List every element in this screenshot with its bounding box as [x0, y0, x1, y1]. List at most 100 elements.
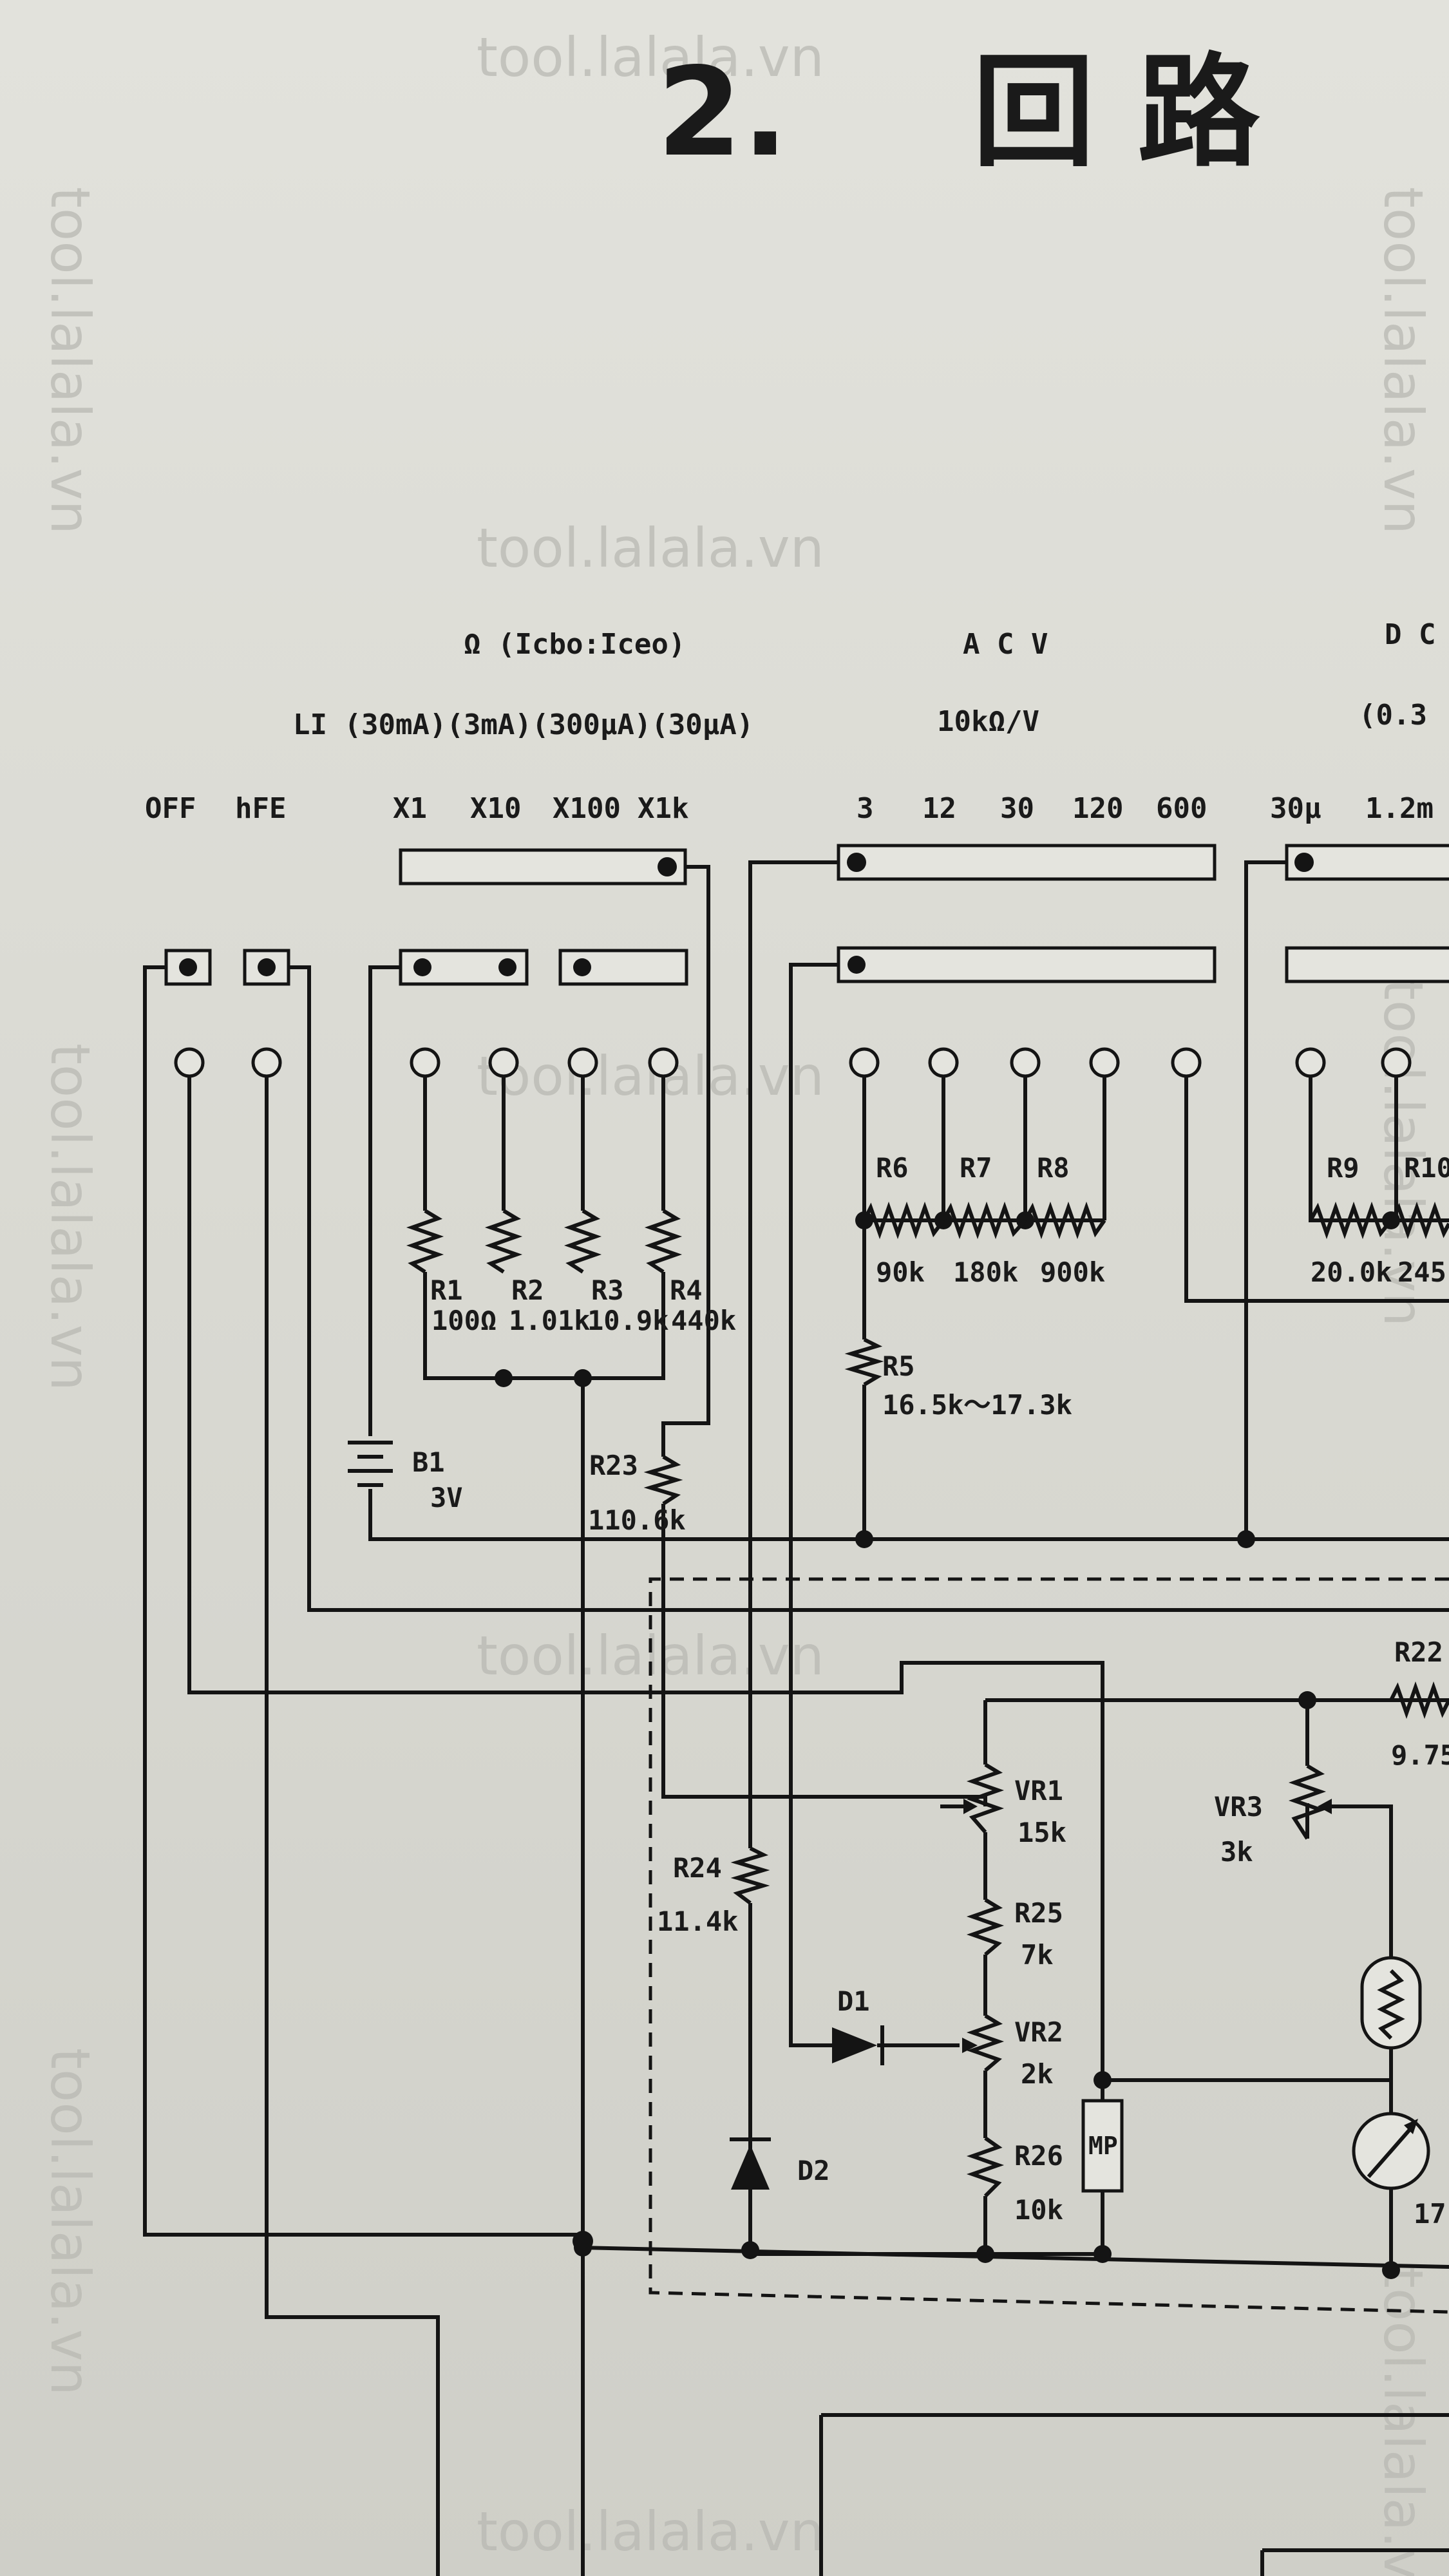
- resistor-r5: [844, 1338, 884, 1387]
- r3-label: R3: [591, 1274, 624, 1306]
- range-label-120v: 120: [1072, 792, 1123, 825]
- r4-label: R4: [670, 1274, 703, 1306]
- r24-value: 11.4k: [657, 1906, 738, 1937]
- r23-label: R23: [589, 1450, 638, 1481]
- diode-d1: [832, 2025, 889, 2065]
- battery-b1: [348, 1441, 393, 1487]
- watermark: tool.lalala.vn: [477, 2500, 824, 2563]
- range-label-12v: 12: [922, 792, 956, 825]
- watermark: tool.lalala.vn: [477, 1045, 824, 1108]
- dashed-subassembly-boundary: [649, 1577, 1449, 2314]
- dc-range-header: (0.3: [1359, 699, 1427, 732]
- section-number: 2.: [657, 41, 788, 184]
- resistor-r8: [1023, 1201, 1106, 1240]
- watermark: tool.lalala.vn: [1372, 979, 1435, 1327]
- r10-value: 245: [1397, 1256, 1446, 1288]
- r26-label: R26: [1014, 2140, 1063, 2172]
- r9-value: 20.0k: [1311, 1256, 1392, 1288]
- b1-label: B1: [412, 1446, 445, 1478]
- switch-contact: [498, 958, 516, 976]
- r26-value: 10k: [1014, 2194, 1063, 2226]
- vr2-label: VR2: [1014, 2016, 1063, 2048]
- resistor-r26: [966, 2136, 1005, 2198]
- rotary-switch-deck-bottom-acv: [837, 946, 1217, 983]
- r6-value: 90k: [876, 1256, 925, 1288]
- r3-value: 10.9k: [587, 1305, 668, 1336]
- range-label-1-2ma: 1.2m: [1365, 792, 1434, 825]
- potentiometer-vr2: [966, 2014, 1005, 2072]
- range-label-30v: 30: [1000, 792, 1034, 825]
- vr3-wiper-arrow: [1318, 1799, 1332, 1814]
- dc-header: D C: [1385, 618, 1435, 651]
- r22-value: 9.75: [1391, 1739, 1449, 1771]
- r24-label: R24: [673, 1852, 722, 1884]
- r10-label: R10: [1404, 1152, 1449, 1184]
- r9-label: R9: [1327, 1152, 1359, 1184]
- acv-header: A C V: [963, 628, 1048, 661]
- resistor-r22: [1389, 1681, 1449, 1719]
- watermark: tool.lalala.vn: [39, 187, 102, 535]
- acv-sensitivity: 10kΩ/V: [937, 705, 1039, 738]
- vr3-value: 3k: [1220, 1836, 1253, 1868]
- potentiometer-vr1: [966, 1763, 1005, 1833]
- r7-value: 180k: [953, 1256, 1018, 1288]
- switch-contact: [179, 958, 197, 976]
- range-label-off: OFF: [145, 792, 196, 825]
- r4-value: 440k: [671, 1305, 736, 1336]
- range-label-x100: X100: [553, 792, 621, 825]
- li-header: LI (30mA)(3mA)(300μA)(30μA): [293, 708, 753, 741]
- range-label-x1k: X1k: [638, 792, 688, 825]
- switch-contact: [847, 853, 866, 872]
- d2-label: D2: [797, 2155, 830, 2186]
- r7-label: R7: [960, 1152, 992, 1184]
- section-title: 回 路: [972, 41, 1260, 184]
- resistor-r25: [966, 1898, 1005, 1956]
- r5-label: R5: [882, 1350, 915, 1382]
- range-label-3v: 3: [857, 792, 874, 825]
- mp-label: MP: [1088, 2132, 1118, 2160]
- switch-contact: [258, 958, 276, 976]
- watermark: tool.lalala.vn: [1372, 187, 1435, 535]
- watermark: tool.lalala.vn: [477, 26, 824, 89]
- switch-contact: [658, 857, 677, 876]
- resistor-r3: [564, 1209, 602, 1274]
- watermark: tool.lalala.vn: [39, 1043, 102, 1391]
- r23-value: 110.6k: [588, 1504, 686, 1536]
- resistor-r2: [484, 1209, 523, 1274]
- watermark: tool.lalala.vn: [39, 2048, 102, 2396]
- ohm-header: Ω (Icbo:Iceo): [464, 628, 685, 661]
- r25-value: 7k: [1021, 1939, 1054, 1971]
- switch-contact: [573, 958, 591, 976]
- potentiometer-vr3: [1288, 1764, 1327, 1840]
- range-label-x1: X1: [393, 792, 427, 825]
- r22-label: R22: [1394, 1636, 1443, 1668]
- junction-dots: [495, 1211, 1400, 2279]
- resistor-r24: [730, 1846, 770, 1905]
- rotary-switch-deck-top-acv: [837, 844, 1217, 881]
- r5-value: 16.5k～17.3k: [882, 1389, 1072, 1421]
- switch-contact: [1294, 853, 1314, 872]
- r8-label: R8: [1037, 1152, 1070, 1184]
- vr3-label: VR3: [1214, 1791, 1263, 1823]
- circuit-wiring: [143, 860, 1449, 2576]
- resistor-r7: [942, 1201, 1027, 1240]
- resistor-r4: [644, 1209, 683, 1274]
- range-label-30ua: 30μ: [1270, 792, 1321, 825]
- resistor-r1: [406, 1209, 444, 1274]
- b1-value: 3V: [430, 1482, 463, 1513]
- switch-contact: [413, 958, 431, 976]
- r2-label: R2: [511, 1274, 544, 1306]
- resistor-r6: [862, 1201, 945, 1240]
- watermark: tool.lalala.vn: [477, 1624, 824, 1687]
- resistor-r9: [1309, 1201, 1393, 1240]
- vr2-value: 2k: [1021, 2058, 1054, 2090]
- component-mp: [1081, 2099, 1124, 2193]
- ammeter: [1352, 2112, 1430, 2190]
- thermistor: [1360, 1956, 1422, 2050]
- r1-value: 100Ω: [431, 1305, 497, 1336]
- meter-value: 17: [1414, 2198, 1446, 2230]
- rotary-switch-deck-top-ohm: [399, 848, 687, 886]
- range-label-hfe: hFE: [235, 792, 286, 825]
